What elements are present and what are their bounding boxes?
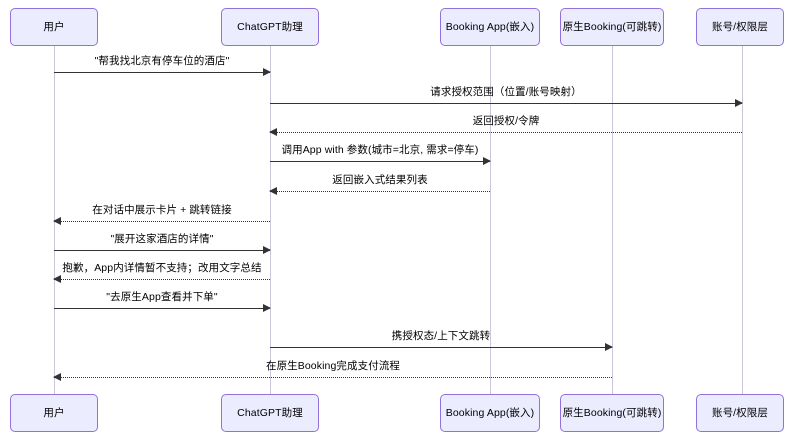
actor-label: 账号/权限层 — [711, 406, 769, 419]
message-label: "展开这家酒店的详情" — [110, 233, 214, 246]
message-line — [54, 221, 270, 222]
message-line — [270, 161, 490, 162]
message-label: 返回嵌入式结果列表 — [332, 174, 428, 187]
actor-label: 原生Booking(可跳转) — [562, 406, 662, 419]
message-line — [54, 250, 270, 251]
arrow-head-left-icon — [53, 217, 61, 225]
arrow-head-right-icon — [263, 246, 271, 254]
actor-booking_app-bottom[interactable]: Booking App(嵌入) — [440, 394, 540, 432]
message-line — [270, 191, 490, 192]
lifeline-chatgpt — [270, 46, 271, 394]
lifeline-auth — [742, 46, 743, 394]
actor-label: ChatGPT助理 — [237, 20, 303, 33]
actor-chatgpt-top[interactable]: ChatGPT助理 — [221, 8, 319, 46]
actor-booking_app-top[interactable]: Booking App(嵌入) — [440, 8, 540, 46]
message-label: 请求授权范围（位置/账号映射） — [430, 86, 582, 99]
message-line — [270, 347, 612, 348]
arrow-head-right-icon — [735, 99, 743, 107]
actor-native-bottom[interactable]: 原生Booking(可跳转) — [560, 394, 664, 432]
actor-label: 原生Booking(可跳转) — [562, 20, 662, 33]
arrow-head-left-icon — [269, 128, 277, 136]
actor-auth-bottom[interactable]: 账号/权限层 — [696, 394, 784, 432]
message-label: 调用App with 参数(城市=北京, 需求=停车) — [281, 144, 479, 157]
arrow-head-left-icon — [53, 373, 61, 381]
message-line — [54, 279, 270, 280]
actor-label: Booking App(嵌入) — [445, 20, 535, 33]
actor-label: ChatGPT助理 — [237, 406, 303, 419]
message-label: 返回授权/令牌 — [472, 115, 540, 128]
message-line — [270, 132, 742, 133]
actor-native-top[interactable]: 原生Booking(可跳转) — [560, 8, 664, 46]
message-label: "帮我找北京有停车位的酒店" — [94, 55, 230, 68]
message-label: "去原生App查看并下单" — [106, 291, 218, 304]
actor-label: 账号/权限层 — [711, 20, 769, 33]
message-line — [54, 377, 612, 378]
lifeline-native — [612, 46, 613, 394]
message-label: 在对话中展示卡片 + 跳转链接 — [92, 204, 232, 217]
message-label: 抱歉，App内详情暂不支持；改用文字总结 — [62, 262, 262, 275]
actor-label: 用户 — [43, 406, 65, 419]
message-label: 携授权态/上下文跳转 — [391, 330, 491, 343]
arrow-head-left-icon — [269, 187, 277, 195]
message-line — [54, 72, 270, 73]
arrow-head-right-icon — [605, 343, 613, 351]
actor-user-top[interactable]: 用户 — [10, 8, 98, 46]
arrow-head-right-icon — [263, 68, 271, 76]
message-line — [54, 308, 270, 309]
lifeline-booking_app — [490, 46, 491, 394]
actor-user-bottom[interactable]: 用户 — [10, 394, 98, 432]
arrow-head-left-icon — [53, 275, 61, 283]
actor-chatgpt-bottom[interactable]: ChatGPT助理 — [221, 394, 319, 432]
actor-label: 用户 — [43, 20, 65, 33]
arrow-head-right-icon — [263, 304, 271, 312]
actor-auth-top[interactable]: 账号/权限层 — [696, 8, 784, 46]
actor-label: Booking App(嵌入) — [445, 406, 535, 419]
arrow-head-right-icon — [483, 157, 491, 165]
message-label: 在原生Booking完成支付流程 — [265, 360, 401, 373]
message-line — [270, 103, 742, 104]
